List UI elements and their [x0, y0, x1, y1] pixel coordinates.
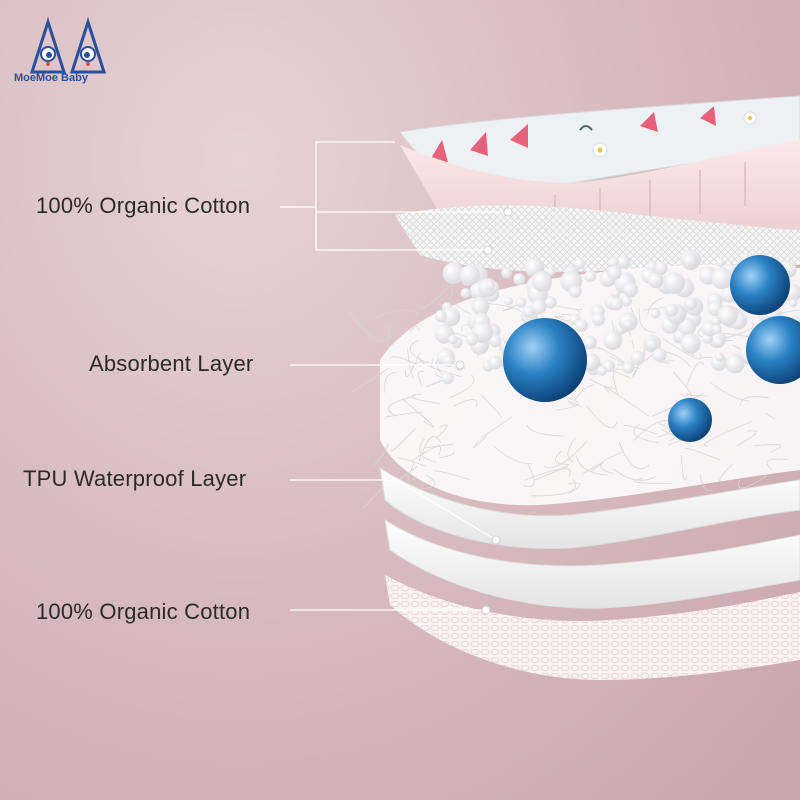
label-absorbent-layer: Absorbent Layer [89, 351, 254, 376]
callout-dots [455, 207, 513, 615]
absorbent-bead [503, 318, 587, 402]
callout-line-cotton-top [315, 141, 488, 251]
absorbent-bead [730, 255, 790, 315]
callout-lines [280, 141, 508, 611]
brand-logo-icon [29, 17, 107, 74]
label-organic-cotton-top: 100% Organic Cotton [36, 193, 251, 218]
tpu-film [384, 518, 800, 609]
callout-line-tpu [395, 479, 497, 541]
brand-name: MoeMoe Baby [14, 72, 88, 84]
label-organic-cotton-bottom: 100% Organic Cotton [36, 599, 251, 624]
absorbent-bead [668, 398, 712, 442]
absorbent-bead [746, 316, 800, 384]
top-printed-fabric [399, 95, 800, 189]
absorbent-core [348, 249, 800, 509]
label-tpu-waterproof-layer: TPU Waterproof Layer [23, 466, 247, 491]
floral-print [430, 106, 757, 176]
